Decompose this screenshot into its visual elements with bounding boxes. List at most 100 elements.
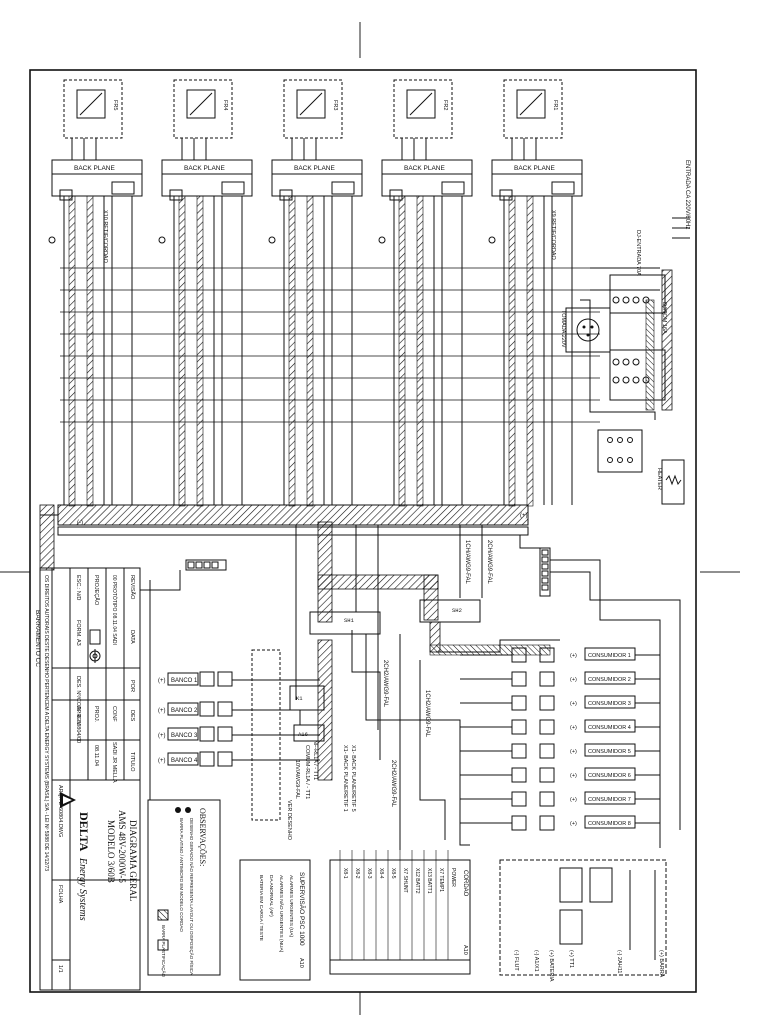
rectifier-outline (283, 79, 343, 139)
fuse-box (217, 701, 233, 717)
psc-input-label: X8-3 (366, 868, 372, 879)
cable-bundle (86, 195, 94, 507)
consumer-breaker (511, 671, 527, 687)
banco-box (167, 727, 199, 741)
busbar-riser-left (39, 504, 55, 571)
polarity-mark: (+) (570, 821, 577, 827)
fuse-box (217, 671, 233, 687)
obs-note-3: BARRA PLASTIFICAÇÃO (161, 925, 167, 978)
cable-bundle (306, 195, 314, 507)
cable-bundle (196, 195, 204, 507)
consumer-box (584, 719, 636, 733)
tb-revisao: REVISÃO (129, 575, 136, 600)
tb-projecao: PROJEÇÃO (93, 575, 100, 606)
backplane-label: BACK PLANE (294, 165, 335, 172)
consumer-label: CONSUMIDOR 1 (588, 653, 631, 659)
tb-des-name-visible: SADI JR MELLA (111, 742, 117, 783)
fe-terminal (169, 189, 183, 201)
battery-bank: BANCO 1(+) (158, 671, 320, 687)
x10-label: X10 RETIF/CORDAO (102, 210, 108, 264)
battery-banks: BANCO 1(+)BANCO 2(+)BANCO 3(+)BANCO 4(+) (158, 671, 320, 767)
backplane-label: BACK PLANE (514, 165, 555, 172)
consumer-label: CONSUMIDOR 3 (588, 701, 631, 707)
banco-box (167, 752, 199, 766)
consumer: CONSUMIDOR 5 (+) (460, 743, 660, 759)
psc-input-label: X7 SHUNT (402, 868, 408, 893)
socket-icon (576, 318, 600, 342)
psc-input-label: X8-4 (378, 868, 384, 879)
consumer-box (584, 767, 636, 781)
polarity-mark: (+) (570, 725, 577, 731)
wire-label-5: 2CH2/AWG9-FAL (390, 760, 396, 808)
obs-note-1: DESENHO GERADO NÃO REPRESENTA LAYOUT OU … (189, 818, 195, 975)
rectifier-symbol-icon (186, 89, 216, 119)
alarm-2: ALARMES NÃO URGENTES (NUA) (278, 875, 285, 953)
consumer-breaker (539, 791, 555, 807)
consumer-breaker (539, 815, 555, 831)
consumer: CONSUMIDOR 7(+) (460, 791, 660, 807)
cable-bundle (526, 195, 534, 507)
cable-bundle (508, 195, 516, 507)
rectifier-diagonal (519, 92, 543, 116)
ground-marker (158, 236, 166, 244)
rectifier-id: FR2 (442, 100, 448, 110)
psc-input-label: X8-2 (354, 868, 360, 879)
tb-folha-v: 1/1 (57, 965, 63, 973)
supervisao-title: SUPERVISÃO PSC 1000 (298, 872, 307, 946)
consumer: CONSUMIDOR 4 (+) (460, 719, 660, 735)
x1-bp-label: X1- BACK PLANE/RETIF 1 (342, 745, 348, 812)
drawing-border (29, 69, 697, 993)
consumer-label: CONSUMIDOR 4 (588, 725, 631, 731)
consumer-breaker (539, 671, 555, 687)
observacoes-title: OBSERVAÇÕES: (198, 808, 208, 866)
right-label-x4_2: (-) 2AH11 (616, 950, 622, 973)
x1-bp2-label: X1- BACK PLANE/RETIF 5 (350, 745, 356, 812)
right-label-barra: (+) BARRA (658, 950, 664, 978)
tb-form: FORM. A3 (75, 620, 81, 646)
supervisao-a10: A10 (298, 958, 304, 968)
rectifier-outline (393, 79, 453, 139)
backplane-connectors (271, 173, 363, 197)
rectifier-diagonal (79, 92, 103, 116)
fuse-box (217, 726, 233, 742)
rectifier-diagonal (189, 92, 213, 116)
dj-entrada-label: DJ-ENTRADA 70A (635, 230, 641, 276)
fuse-box (199, 701, 215, 717)
wire-label-1: 1CH/AWG9-FAL (464, 540, 470, 584)
fe-terminal (279, 189, 293, 201)
rectifier-symbol-icon (406, 89, 436, 119)
cordao-label: CORDAO (462, 870, 468, 897)
battery-bank: BANCO 4(+) (158, 751, 320, 767)
backplane-label: BACK PLANE (74, 165, 115, 172)
fuse-box (199, 726, 215, 742)
polarity-mark: (+) (570, 749, 577, 755)
right-label-ax1: (-) A1/X1 (533, 950, 539, 972)
consumer-breaker (511, 695, 527, 711)
svg-text:(+): (+) (520, 513, 528, 519)
rectifier-id: FR5 (112, 100, 118, 110)
psc-input-label: X7 TEMP1 (438, 868, 444, 892)
cable-bundle (288, 195, 296, 507)
tb-brand: DELTA (77, 812, 91, 852)
rectifier-diagonal (299, 92, 323, 116)
consumer-label: CONSUMIDOR 5 (588, 749, 631, 755)
tb-des-n: DES. Nº/COD.: E-60804/00 (75, 676, 82, 743)
backplane-label: BACK PLANE (404, 165, 445, 172)
tb-data: DATA (129, 630, 135, 644)
fe-terminal (59, 189, 73, 201)
tb-proj: PROJ. (93, 706, 99, 723)
consumer: CONSUMIDOR 6(+) (460, 767, 660, 783)
psc-input-label: X8-1 (342, 868, 348, 879)
bt4-terminal (519, 535, 681, 848)
comum-rl1a-label: COMUM-RL1A / - TT1 (304, 745, 310, 799)
polarity-mark: (+) (570, 701, 577, 707)
tb-des-date: 08.11.04 (93, 745, 99, 766)
wire-label-4: 1CH2/AWG9-FAL (424, 690, 430, 738)
rectifier-id: FR3 (332, 100, 338, 110)
a11-label: A10 (462, 945, 468, 955)
